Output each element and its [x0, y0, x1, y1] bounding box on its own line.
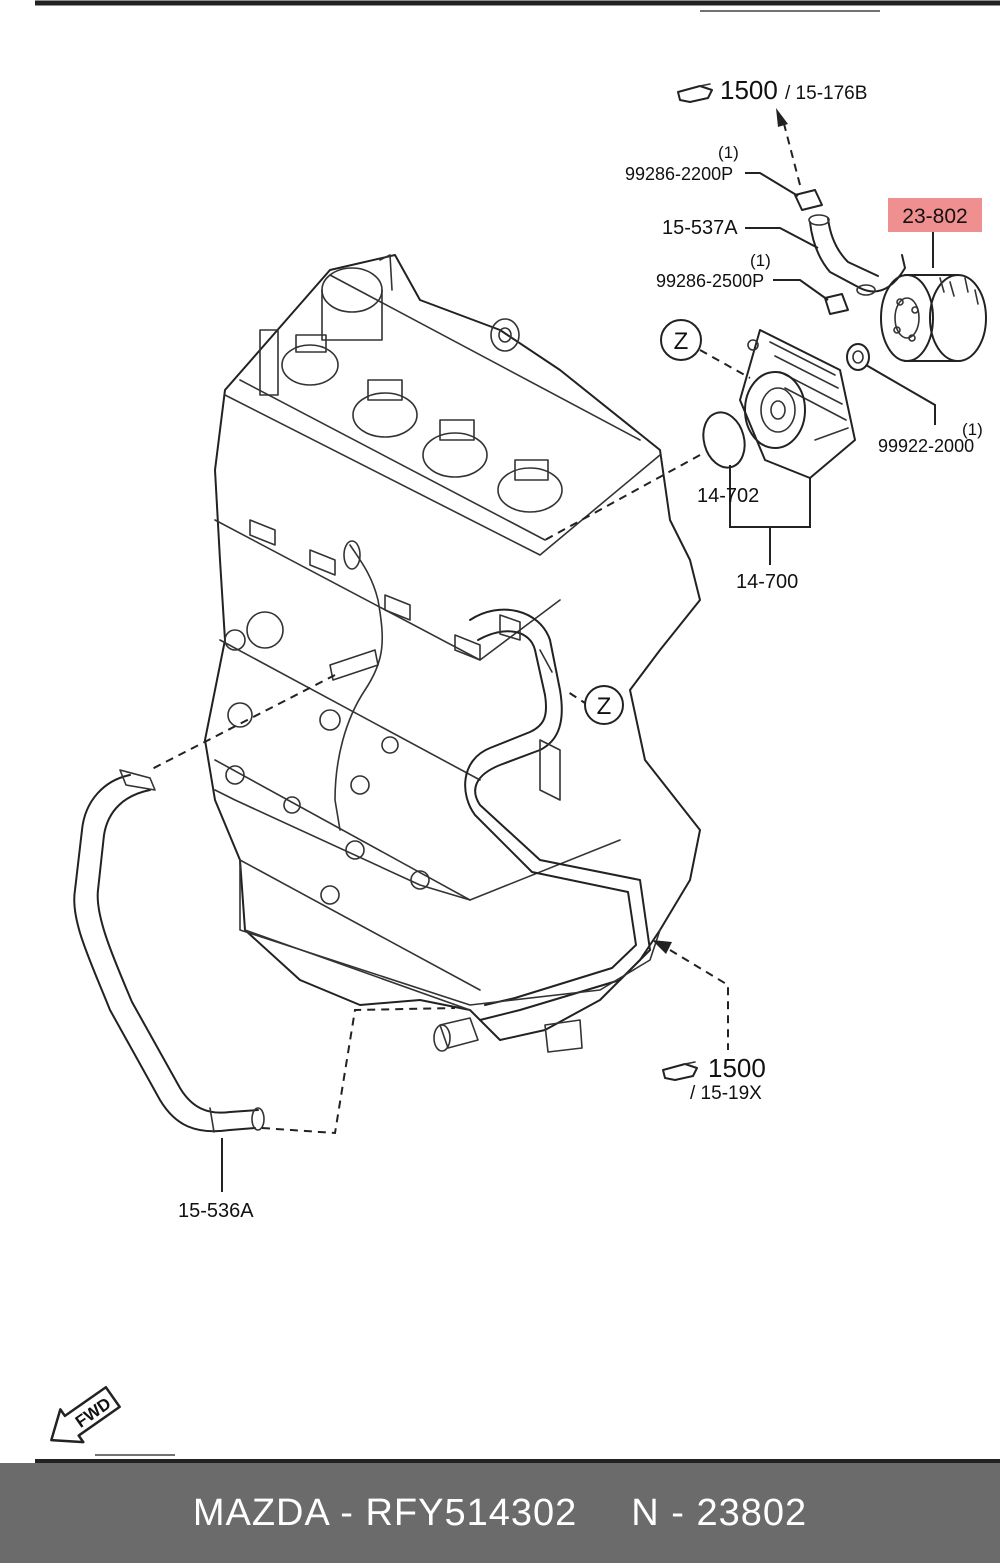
ref-1500-bottom: 1500 [708, 1053, 766, 1083]
highlight-box [888, 198, 982, 232]
footer-bar: MAZDA - RFY514302 N - 23802 [0, 1463, 1000, 1563]
zone-z-top: Z [674, 328, 689, 355]
forward-arrow-icon: FWD [50, 1385, 121, 1444]
oil-cooler-14-700 [739, 329, 856, 479]
clamp-99286-2200p [794, 189, 823, 211]
zone-z-mid-circle [584, 685, 624, 725]
pointing-hand-icon [677, 83, 713, 103]
part-99286-2200p: 99286-2200P [625, 164, 733, 184]
ref-15-19x: / 15-19X [690, 1083, 762, 1104]
footer-brand-part: MAZDA - RFY514302 [192, 1491, 578, 1534]
part-99922-2000: 99922-2000 [878, 436, 974, 456]
part-15-537a: 15-537A [662, 217, 738, 239]
o-ring-14-702 [702, 411, 746, 469]
ref-15-176b: / 15-176B [785, 83, 867, 104]
zone-z-mid: Z [597, 693, 612, 720]
zone-z-top-circle [660, 319, 702, 361]
coolant-hose-15-536a [73, 769, 265, 1133]
qty-clamp-lower: (1) [750, 251, 771, 270]
nut-99922-2000 [846, 343, 870, 371]
oil-filter-23-802 [880, 274, 987, 362]
ref-1500-top: 1500 [720, 75, 778, 105]
parts-diagram: 1500 / 15-176B (1) 99286-2200P 15-537A (… [35, 0, 1000, 1463]
clamp-99286-2500p [824, 293, 849, 315]
part-99286-2500p: 99286-2500P [656, 271, 764, 291]
leader-lines [221, 172, 936, 1192]
part-14-700: 14-700 [736, 571, 798, 593]
up-arrowhead [776, 108, 788, 127]
qty-clamp-upper: (1) [718, 143, 739, 162]
dashed-guide-lines [149, 108, 801, 1135]
part-15-536a: 15-536A [178, 1200, 254, 1222]
part-14-702: 14-702 [697, 485, 759, 507]
pipe-arrowhead [652, 940, 672, 954]
part-23-802: 23-802 [902, 205, 967, 228]
engine-block-illustration [204, 254, 701, 1053]
qty-99922: (1) [962, 420, 983, 439]
pointing-hand-icon-lower [662, 1061, 698, 1081]
callout-labels: 1500 / 15-176B (1) 99286-2200P 15-537A (… [178, 75, 983, 1222]
footer-part-number: N - 23802 [631, 1491, 808, 1534]
hose-15-537a [808, 214, 906, 296]
